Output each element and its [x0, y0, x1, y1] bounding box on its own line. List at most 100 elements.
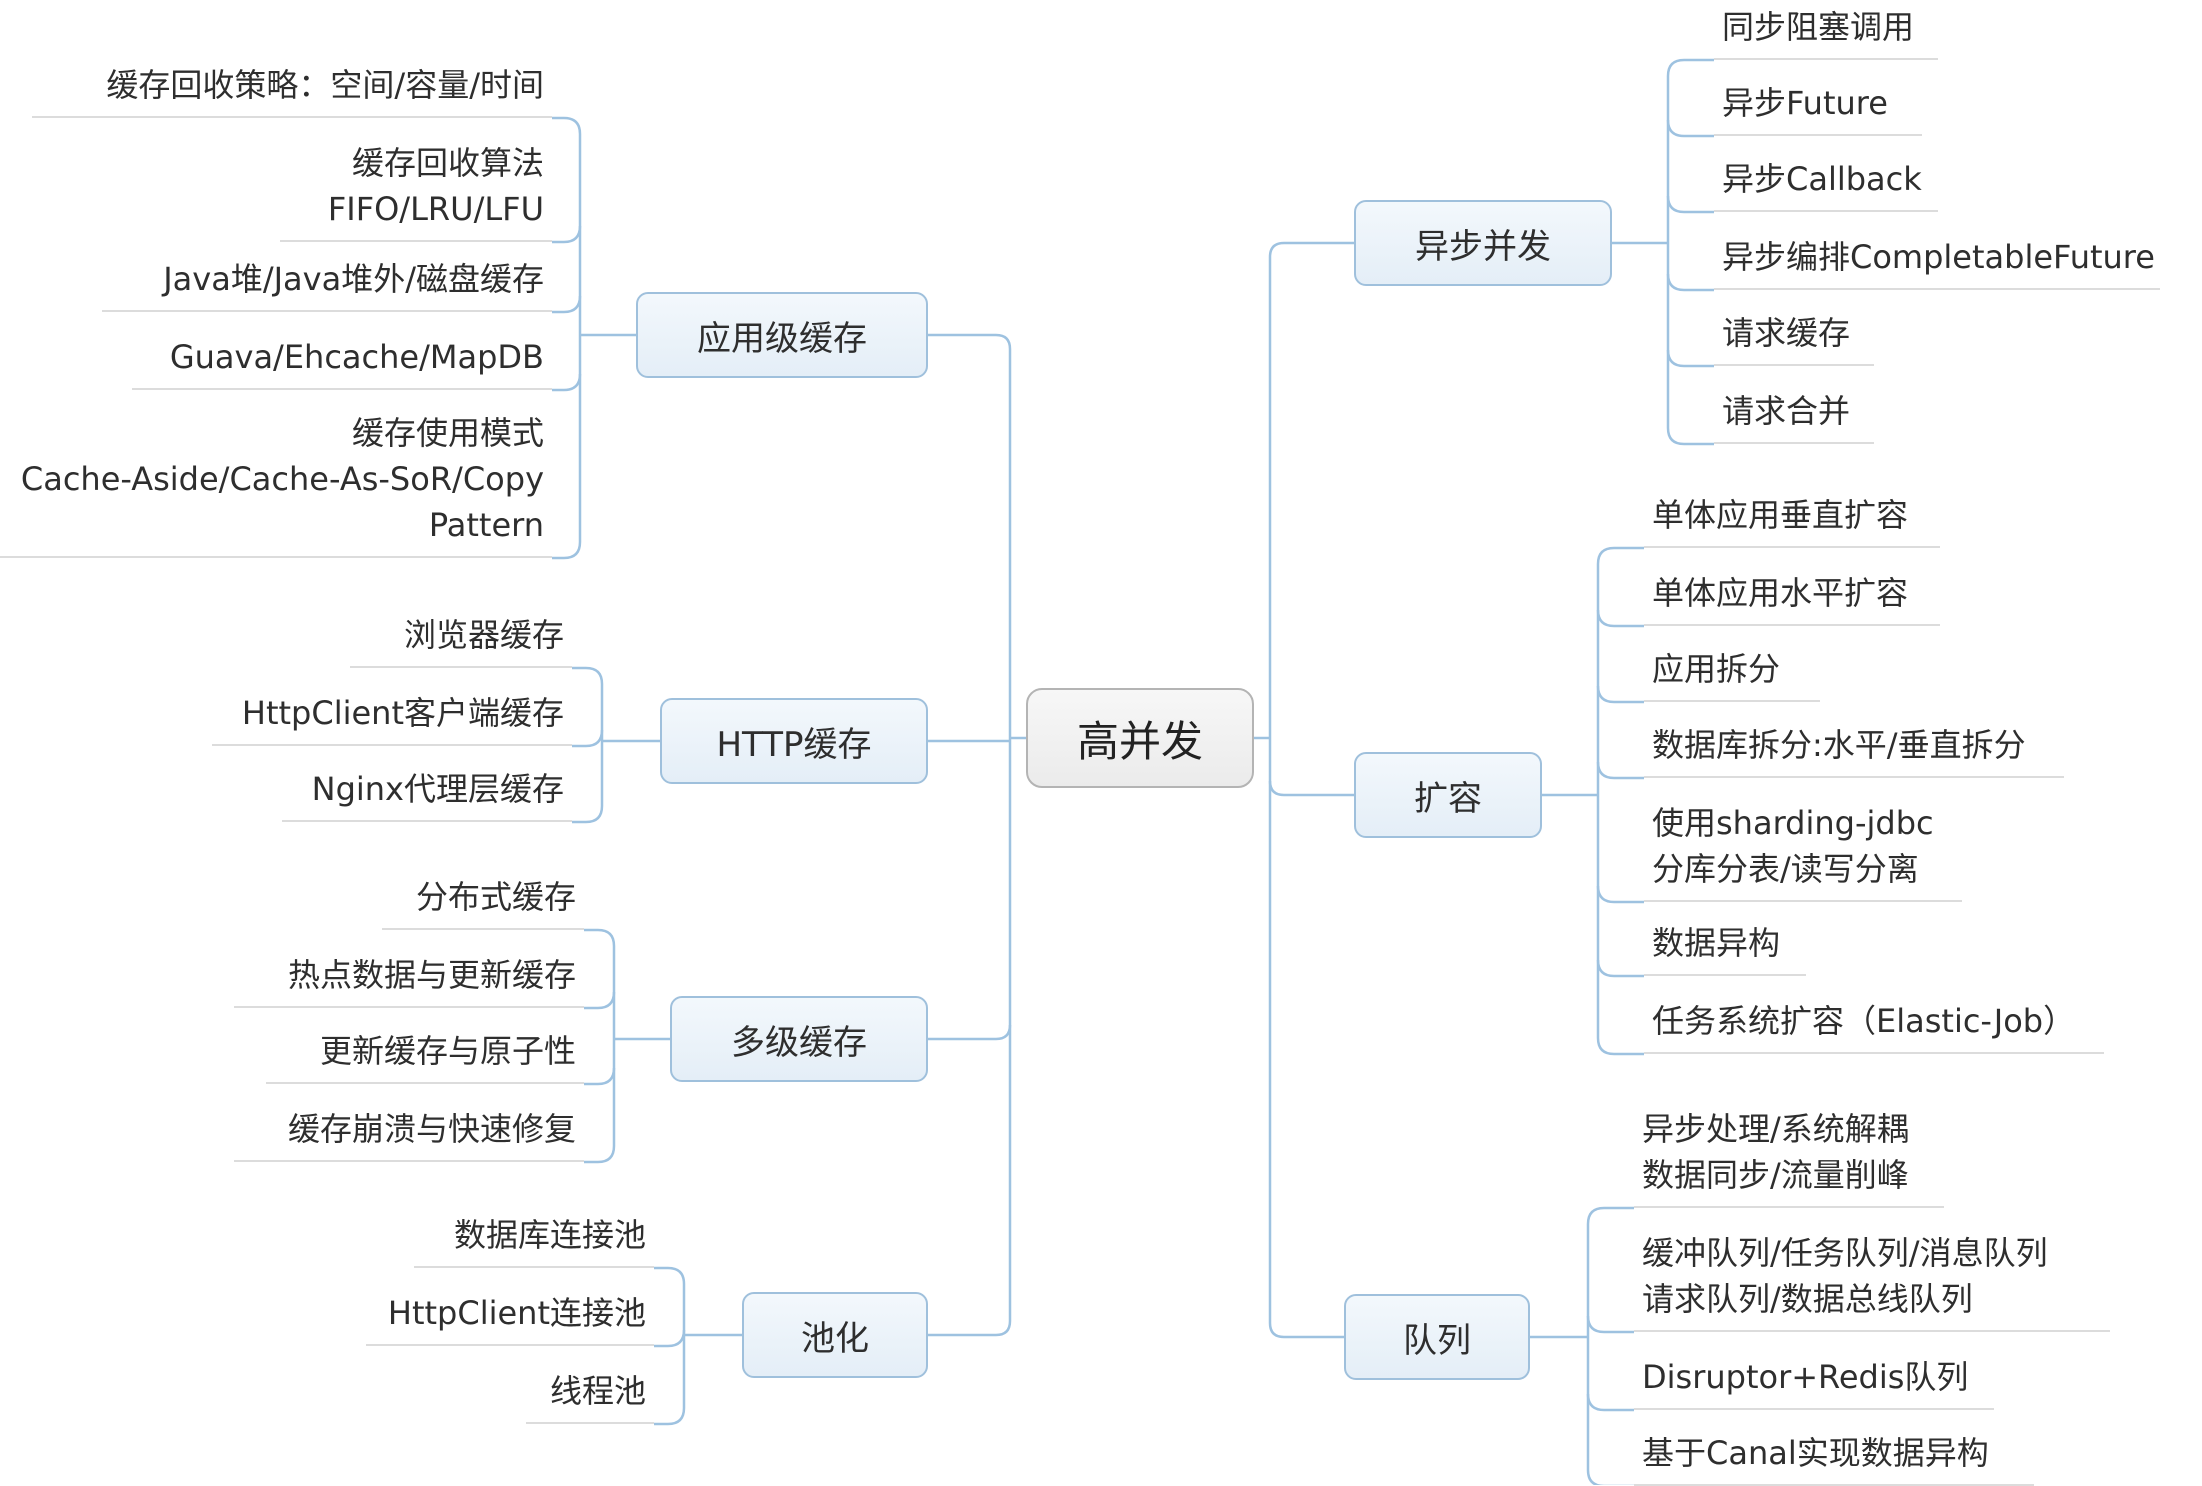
async-leaf-link-1	[1666, 58, 1714, 77]
subtopic-text-line: 分库分表/读写分离	[1652, 850, 1919, 888]
subtopic-scale-3[interactable]: 应用拆分	[1644, 646, 1820, 702]
subtopic-text-line: 缓存使用模式	[351, 414, 544, 452]
subtopic-multi-cache-3[interactable]: 更新缓存与原子性	[266, 1028, 584, 1084]
queue-leaf-link-2	[1586, 1315, 1634, 1334]
async-leaf-link-4	[1666, 273, 1714, 292]
subtopic-pooling-2[interactable]: HttpClient连接池	[366, 1290, 654, 1346]
subtopic-text-line: 数据库拆分:水平/垂直拆分	[1652, 726, 2026, 764]
subtopic-text-line: 请求合并	[1722, 392, 1851, 430]
subtopic-text-line: 热点数据与更新缓存	[287, 956, 576, 994]
subtopic-text-line: 异步Future	[1722, 84, 1888, 122]
subtopic-multi-cache-2[interactable]: 热点数据与更新缓存	[234, 952, 584, 1008]
topic-http-cache[interactable]: HTTP缓存	[660, 698, 928, 784]
multi_cache-leaf-link-3	[584, 1067, 616, 1086]
subtopic-text-line: 更新缓存与原子性	[319, 1032, 576, 1070]
multi_cache-branch-line	[928, 1024, 1012, 1041]
async-branch-line	[1268, 241, 1354, 258]
async-leaf-link-5	[1666, 349, 1714, 368]
http_cache-leaf-link-2	[572, 729, 604, 748]
subtopic-text-line: Guava/Ehcache/MapDB	[169, 338, 544, 376]
subtopic-scale-2[interactable]: 单体应用水平扩容	[1644, 570, 1940, 626]
subtopic-async-4[interactable]: 异步编排CompletableFuture	[1714, 234, 2160, 290]
subtopic-text-line: 任务系统扩容（Elastic-Job）	[1652, 1002, 2076, 1040]
scale-leaf-link-7	[1596, 1037, 1644, 1056]
subtopic-queue-4[interactable]: 基于Canal实现数据异构	[1634, 1430, 2034, 1486]
subtopic-text-line: 请求队列/数据总线队列	[1642, 1280, 1973, 1318]
subtopic-text-line: 缓存回收策略：空间/容量/时间	[106, 66, 544, 104]
subtopic-queue-3[interactable]: Disruptor+Redis队列	[1634, 1354, 1994, 1410]
subtopic-async-1[interactable]: 同步阻塞调用	[1714, 4, 1938, 60]
subtopic-text-line: 缓存崩溃与快速修复	[287, 1110, 576, 1148]
pooling-leaf-link-1	[654, 1266, 686, 1285]
subtopic-text-line: 同步阻塞调用	[1722, 8, 1915, 46]
subtopic-multi-cache-4[interactable]: 缓存崩溃与快速修复	[234, 1106, 584, 1162]
subtopic-scale-6[interactable]: 数据异构	[1644, 920, 1806, 976]
scale-leaf-link-6	[1596, 959, 1644, 978]
subtopic-async-5[interactable]: 请求缓存	[1714, 310, 1874, 366]
subtopic-queue-1[interactable]: 异步处理/系统解耦数据同步/流量削峰	[1634, 1106, 1944, 1208]
app_cache-leaf-link-2	[552, 225, 582, 244]
topic-pooling[interactable]: 池化	[742, 1292, 928, 1378]
subtopic-http-cache-2[interactable]: HttpClient客户端缓存	[212, 690, 572, 746]
subtopic-queue-2[interactable]: 缓冲队列/任务队列/消息队列请求队列/数据总线队列	[1634, 1230, 2110, 1332]
multi_cache-leaf-link-1	[584, 928, 616, 947]
subtopic-scale-5[interactable]: 使用sharding-jdbc 分库分表/读写分离	[1644, 800, 1962, 902]
topic-multi-cache[interactable]: 多级缓存	[670, 996, 928, 1082]
subtopic-app-cache-1[interactable]: 缓存回收策略：空间/容量/时间	[32, 62, 552, 118]
central-topic[interactable]: 高并发	[1026, 688, 1254, 788]
topic-queue[interactable]: 队列	[1344, 1294, 1530, 1380]
subtopic-app-cache-4[interactable]: Guava/Ehcache/MapDB	[132, 334, 552, 390]
http_cache-leaf-link-1	[572, 666, 604, 685]
subtopic-text-line: Pattern	[428, 506, 544, 544]
subtopic-text-line: 缓存回收算法	[351, 144, 544, 182]
subtopic-text-line: 应用拆分	[1652, 650, 1781, 688]
scale-branch-line	[1268, 780, 1354, 797]
subtopic-text-line: 单体应用垂直扩容	[1652, 496, 1909, 534]
subtopic-text-line: 分布式缓存	[415, 878, 576, 916]
pooling-leaf-link-2	[654, 1329, 686, 1348]
queue-leaf-link-1	[1586, 1206, 1634, 1225]
app_cache-leaf-link-3	[552, 295, 582, 314]
async-leaf-link-2	[1666, 119, 1714, 138]
topic-scale[interactable]: 扩容	[1354, 752, 1542, 838]
queue-branch-line	[1268, 1322, 1344, 1339]
pooling-leaf-link-3	[654, 1407, 686, 1426]
multi_cache-leaf-link-2	[584, 991, 616, 1010]
subtopic-pooling-1[interactable]: 数据库连接池	[414, 1212, 654, 1268]
scale-leaf-link-2	[1596, 609, 1644, 628]
subtopic-multi-cache-1[interactable]: 分布式缓存	[382, 874, 584, 930]
queue-leaf-link-3	[1586, 1393, 1634, 1412]
http_cache-leaf-link-3	[572, 805, 604, 824]
subtopic-text-line: 异步编排CompletableFuture	[1722, 238, 2155, 276]
subtopic-pooling-3[interactable]: 线程池	[526, 1368, 654, 1424]
subtopic-text-line: 数据同步/流量削峰	[1642, 1156, 1909, 1194]
subtopic-scale-4[interactable]: 数据库拆分:水平/垂直拆分	[1644, 722, 2064, 778]
subtopic-scale-7[interactable]: 任务系统扩容（Elastic-Job）	[1644, 998, 2104, 1054]
subtopic-text-line: 请求缓存	[1722, 314, 1851, 352]
subtopic-scale-1[interactable]: 单体应用垂直扩容	[1644, 492, 1940, 548]
topic-app-cache[interactable]: 应用级缓存	[636, 292, 928, 378]
subtopic-async-6[interactable]: 请求合并	[1714, 388, 1874, 444]
subtopic-http-cache-1[interactable]: 浏览器缓存	[350, 612, 572, 668]
subtopic-text-line: 基于Canal实现数据异构	[1642, 1434, 1989, 1472]
async-leaf-link-3	[1666, 195, 1714, 214]
subtopic-text-line: Nginx代理层缓存	[311, 770, 564, 808]
subtopic-text-line: 使用sharding-jdbc	[1652, 804, 1934, 842]
subtopic-http-cache-3[interactable]: Nginx代理层缓存	[282, 766, 572, 822]
subtopic-async-3[interactable]: 异步Callback	[1714, 156, 1938, 212]
subtopic-async-2[interactable]: 异步Future	[1714, 80, 1922, 136]
app_cache-leaf-link-1	[552, 116, 582, 135]
queue-leaf-link-4	[1586, 1469, 1634, 1485]
subtopic-text-line: HttpClient客户端缓存	[241, 694, 564, 732]
subtopic-text-line: 浏览器缓存	[403, 616, 564, 654]
subtopic-text-line: Java堆/Java堆外/磁盘缓存	[163, 260, 544, 298]
subtopic-app-cache-3[interactable]: Java堆/Java堆外/磁盘缓存	[102, 256, 552, 312]
subtopic-text-line: 数据库连接池	[453, 1216, 646, 1254]
subtopic-text-line: 异步Callback	[1722, 160, 1922, 198]
subtopic-text-line: 线程池	[549, 1372, 646, 1410]
topic-async[interactable]: 异步并发	[1354, 200, 1612, 286]
